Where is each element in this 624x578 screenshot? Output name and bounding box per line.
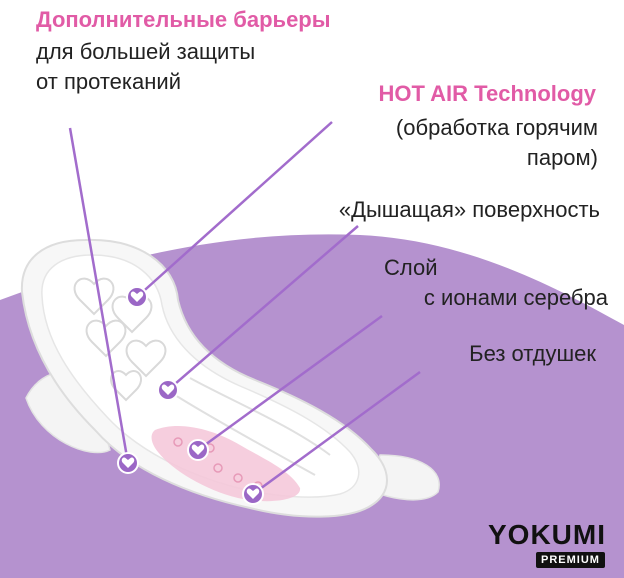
heart-marker-icon <box>187 439 209 461</box>
pad-channels <box>174 377 331 476</box>
barriers-line-1: для большей защиты <box>36 39 256 64</box>
barriers-title: Дополнительные барьеры <box>36 7 331 32</box>
silver-line-1: Слой <box>384 255 438 280</box>
hot-air-line-2: паром) <box>526 145 598 170</box>
heart-marker-icon <box>117 452 139 474</box>
brand-subtitle: PREMIUM <box>536 552 605 568</box>
heart-marker-icon <box>126 286 148 308</box>
pad-core <box>41 254 360 498</box>
leader-lines <box>68 121 421 496</box>
brand-logo: YOKUMI PREMIUM <box>488 520 610 568</box>
leader-line-barriers <box>68 127 130 464</box>
silver-line-2: с ионами серебра <box>423 285 608 310</box>
leader-line-breathable <box>167 225 359 391</box>
heart-marker-icon <box>242 483 264 505</box>
heart-marker-icon <box>157 379 179 401</box>
fragrance-label: Без отдушек <box>469 341 596 366</box>
leader-line-hot-air <box>136 121 333 298</box>
pad-wing-right <box>369 454 440 501</box>
hot-air-line-1: (обработка горячим <box>395 115 598 140</box>
hot-air-title: HOT AIR Technology <box>378 81 596 106</box>
barriers-line-2: от протеканий <box>36 69 181 94</box>
brand-name: YOKUMI <box>488 519 606 550</box>
leader-line-fragrance <box>252 370 421 496</box>
breathable-label: «Дышащая» поверхность <box>338 197 600 222</box>
leader-line-silver <box>197 314 383 452</box>
